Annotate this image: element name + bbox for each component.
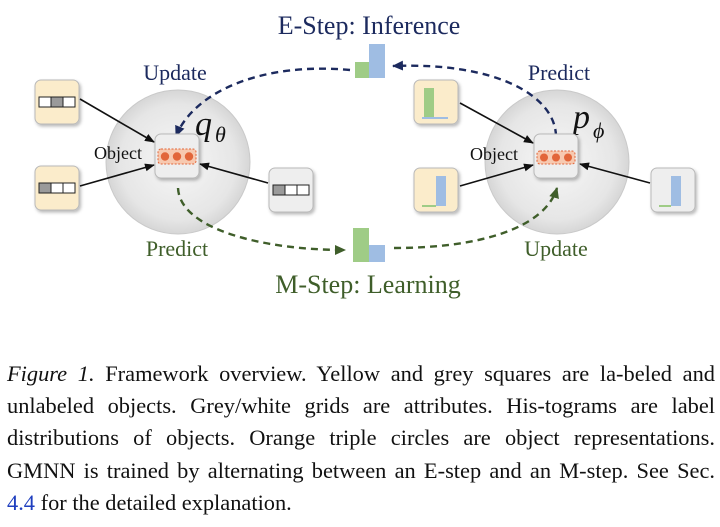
labeled-object-node: [413, 79, 459, 125]
svg-text:θ: θ: [215, 122, 226, 147]
right-object-representation: [533, 133, 579, 179]
right-object-label: Object: [470, 144, 518, 164]
m-step-histogram: [353, 228, 385, 262]
e-step-title: E-Step: Inference: [278, 11, 461, 40]
caption-text: Framework overview. Yellow and grey squa…: [7, 361, 715, 483]
edge-arrow: [79, 98, 155, 143]
attribute-grid: [38, 182, 76, 194]
m-step-arrow-from-left: [176, 187, 346, 255]
unlabeled-object-node: [650, 167, 696, 213]
label-histogram: [422, 176, 446, 207]
label-histogram: [422, 88, 448, 119]
q-theta-symbol: q θ: [195, 106, 226, 147]
svg-text:q: q: [195, 106, 212, 143]
attribute-grid: [272, 184, 310, 196]
left-update-label: Update: [143, 60, 207, 85]
labeled-object-node: [413, 167, 459, 213]
svg-text:p: p: [571, 99, 590, 136]
e-step-arrow-to-left: [174, 67, 351, 137]
attribute-grid: [38, 96, 76, 108]
caption-label: Figure 1.: [7, 361, 95, 386]
section-reference-link[interactable]: 4.4: [7, 489, 35, 515]
left-predict-label: Predict: [146, 236, 208, 261]
edge-arrow: [199, 162, 269, 184]
unlabeled-object-node: [268, 167, 314, 213]
m-step-arrow-to-right: [393, 187, 559, 250]
m-step-title: M-Step: Learning: [275, 270, 461, 299]
label-histogram: [659, 176, 681, 207]
p-phi-symbol: p ϕ: [571, 99, 604, 143]
right-predict-label: Predict: [528, 60, 590, 85]
left-object-representation: [154, 133, 200, 179]
edge-arrow: [79, 163, 155, 187]
caption-text-end: for the detailed explanation.: [40, 489, 292, 515]
e-step-arrow-from-right: [392, 60, 558, 137]
labeled-object-node: [34, 165, 80, 211]
figure-caption: Figure 1. Framework overview. Yellow and…: [7, 358, 715, 519]
labeled-object-node: [34, 79, 80, 125]
e-step-histogram: [355, 44, 385, 78]
framework-figure: E-Step: Inference M-Step: Learning Updat…: [34, 11, 696, 299]
edge-arrow: [459, 102, 534, 144]
edge-arrow: [579, 162, 651, 184]
right-update-label: Update: [524, 236, 588, 261]
left-object-label: Object: [94, 143, 142, 163]
svg-text:ϕ: ϕ: [593, 118, 604, 143]
edge-arrow: [459, 163, 534, 187]
